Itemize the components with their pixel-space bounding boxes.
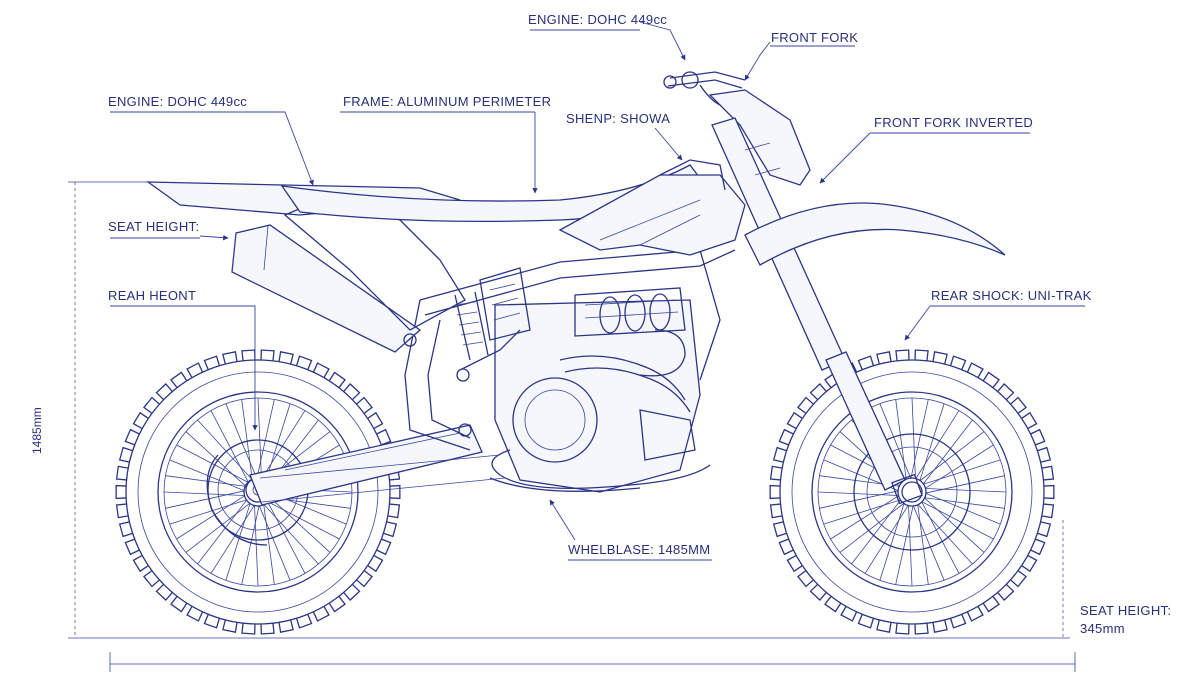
leader-lines [110,21,1085,561]
frame-label: FRAME: ALUMINUM PERIMETER [343,94,552,109]
height-dimension-label: 1485mm [30,407,44,454]
engine [494,287,701,493]
exhaust-pipe [489,329,711,492]
swingarm [249,424,483,506]
rear-shock [454,291,489,361]
wheelbase-label: WHELBLASE: 1485MM [568,542,711,557]
rear-wheel [115,349,401,635]
handlebars [663,71,746,106]
chain [259,454,506,503]
shenp-label: SHENP: SHOWA [566,111,671,126]
front-fender [744,202,1006,266]
front-fork-label: FRONT FORK [771,30,859,45]
seat-height-label-right: SEAT HEIGHT: [1080,603,1172,618]
engine-label-top: ENGINE: DOHC 449cc [528,12,668,27]
front-fork-inverted-label: FRONT FORK INVERTED [874,115,1034,130]
front-wheel [769,349,1055,635]
frame [404,229,736,451]
engine-label-left: ENGINE: DOHC 449cc [108,94,248,109]
seat-height-label-left: SEAT HEIGHT: [108,219,200,234]
dimension-lines [68,181,1076,672]
rear-height-label: REAH HEONT [108,288,197,303]
front-brake-disc [853,433,971,551]
front-fork [711,117,923,505]
seat-height-value-right: 345mm [1080,621,1125,636]
rear-shock-label: REAR SHOCK: UNI-TRAK [931,288,1092,303]
front-number-plate [708,89,811,186]
silencer [231,224,422,353]
fuel-tank-shroud [558,159,746,256]
